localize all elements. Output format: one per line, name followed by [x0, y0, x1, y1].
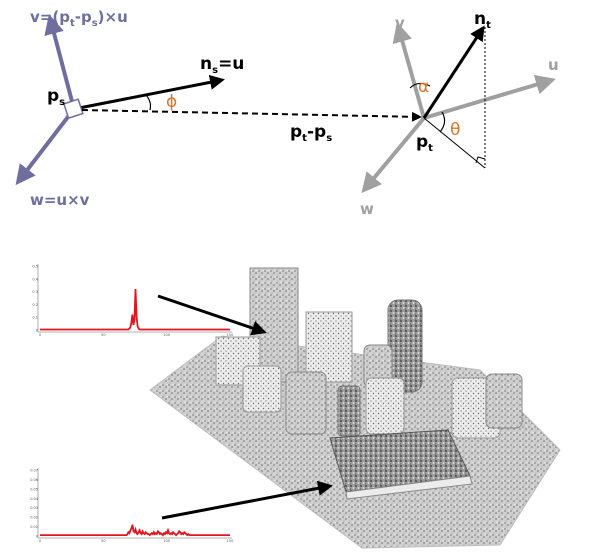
top-histogram-y-tick-label: 0.5	[32, 265, 38, 269]
bottom-histogram-x-ticks: 0 50 100 150	[39, 539, 233, 543]
bottom-histogram-y-ticks: 0.07 0.06 0.05 0.04 0.03 0.02 0.01 0	[30, 469, 39, 539]
point-cloud-scene	[149, 267, 561, 549]
book-spine	[345, 475, 473, 500]
right-angle-mark	[475, 156, 486, 164]
target-u-label: u	[548, 56, 559, 74]
source-v-axis	[44, 14, 76, 110]
mug-right-object	[365, 377, 405, 435]
top-histogram-x-tick-label: 100	[163, 333, 170, 337]
box-object	[305, 311, 353, 383]
top-histogram-line	[40, 288, 230, 331]
phi-angle-arc	[145, 94, 152, 111]
bottom-histogram-x-tick-label: 100	[163, 539, 170, 543]
top-histogram-x-tick-label: 0	[39, 333, 41, 337]
target-w-axis	[361, 116, 426, 194]
source-v-label: v=(pt-ps)×u	[30, 8, 128, 29]
bottom-histogram-y-tick-label: 0.01	[30, 525, 38, 529]
bottom-histogram-y-tick-label: 0.04	[30, 497, 39, 501]
top-histogram-x-ticks: 0 50 100 150	[39, 333, 233, 337]
bottom-histogram-line	[40, 524, 230, 537]
top-histogram-y-tick-label: 0.3	[32, 290, 38, 294]
projection-base-line	[423, 117, 486, 169]
bottom-histogram-y-tick-label: 0.07	[30, 469, 38, 473]
source-frame: v=(pt-ps)×u w=u×v ps ns=u ϕ	[15, 8, 244, 209]
bottom-histogram-x-tick-label: 50	[101, 539, 105, 543]
bottom-histogram-y-tick-label: 0.06	[30, 478, 38, 482]
top-histogram-x-tick-label: 150	[227, 333, 234, 337]
top-histogram-y-tick-label: 0.2	[32, 303, 38, 307]
bottom-histogram-y-tick-label: 0.02	[30, 516, 38, 520]
source-point-label: ps	[47, 86, 65, 108]
connection-label: pt-ps	[290, 122, 332, 144]
source-w-label: w=u×v	[30, 191, 90, 209]
top-histogram-y-ticks: 0.5 0.4 0.3 0.2 0.1 0	[32, 265, 38, 333]
theta-angle-label: θ	[450, 120, 460, 140]
bottom-histogram-y-tick-label: 0	[36, 535, 38, 539]
connection-dashed-arrow	[81, 109, 422, 122]
bottom-histogram-x-tick-label: 150	[227, 539, 234, 543]
bottom-histogram-y-tick-label: 0.05	[30, 487, 38, 491]
target-v-label: v	[395, 14, 405, 32]
top-histogram-x-tick-label: 50	[101, 333, 105, 337]
target-frame: v u w pt nt α θ	[360, 9, 559, 218]
box-small-object	[215, 336, 261, 386]
target-normal-arrow	[422, 25, 485, 119]
top-histogram-y-tick-label: 0.1	[32, 316, 38, 320]
source-normal-label: ns=u	[200, 54, 244, 76]
target-normal-label: nt	[474, 9, 491, 31]
bottom-histogram-x-tick-label: 0	[39, 539, 41, 543]
can-object	[337, 385, 361, 437]
target-point-label: pt	[416, 132, 433, 154]
target-v-axis	[392, 22, 426, 119]
bottom-histogram-y-tick-label: 0.03	[30, 506, 38, 510]
theta-angle-arc	[439, 111, 446, 133]
target-w-label: w	[360, 200, 374, 218]
bottom-histogram: 0.07 0.06 0.05 0.04 0.03 0.02 0.01 0 0 50 100 150	[30, 468, 233, 543]
top-histogram-y-tick-label: 0	[36, 329, 38, 333]
source-normal-arrow	[73, 74, 225, 111]
target-u-axis	[423, 74, 556, 120]
phi-angle-label: ϕ	[166, 92, 177, 112]
alpha-angle-arc	[409, 82, 431, 89]
top-histogram-pointer-arrow	[157, 294, 267, 336]
source-point-marker	[62, 98, 84, 120]
connection: pt-ps	[81, 109, 422, 144]
alpha-angle-label: α	[418, 77, 429, 97]
mug-center-object	[285, 371, 327, 435]
mug-left-object	[242, 365, 282, 413]
top-histogram: 0.5 0.4 0.3 0.2 0.1 0 0 50 100 150	[32, 264, 233, 337]
cup-far-right-object	[485, 373, 523, 429]
top-histogram-y-tick-label: 0.4	[32, 277, 38, 281]
source-w-axis	[15, 107, 76, 186]
bottom-histogram-pointer-arrow	[161, 480, 333, 520]
